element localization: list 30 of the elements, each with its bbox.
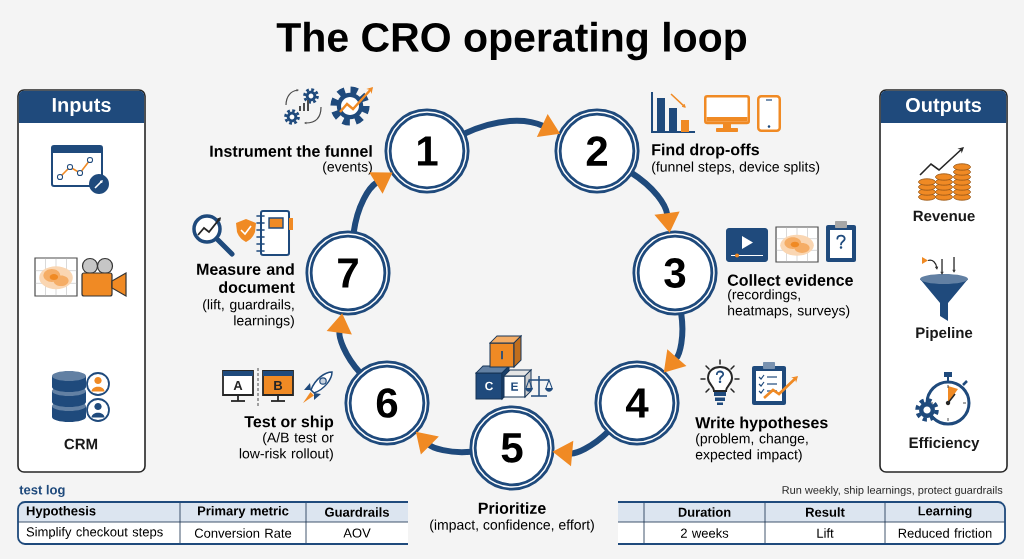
step-title: Instrument the funnel xyxy=(210,145,372,157)
step-title: Find drop-offs xyxy=(652,143,759,159)
block-letter: I xyxy=(501,350,503,360)
item-label: Efficiency xyxy=(909,437,980,451)
item-label: CRM xyxy=(64,438,98,450)
title: The CRO operating loop xyxy=(276,21,747,61)
step-description: (events) xyxy=(323,161,372,175)
panel-header: Outputs xyxy=(880,90,1007,123)
screen-letter: B xyxy=(274,381,283,390)
block-letter: E xyxy=(511,382,519,391)
item-label: Pipeline xyxy=(916,327,973,341)
block-letter: C xyxy=(485,381,493,391)
step-title: Write hypotheses xyxy=(695,416,828,432)
chart-window-icon xyxy=(51,145,109,194)
step-description: (A/B test or low-risk rollout) xyxy=(239,432,334,462)
panel-header: Inputs xyxy=(18,90,145,123)
table-cell: Simplify checkout steps xyxy=(18,522,180,544)
step-description: (recordings, heatmaps, surveys) xyxy=(728,289,850,319)
step-description: (problem, change, expected impact) xyxy=(695,433,808,463)
step-title: Measure and document xyxy=(197,263,295,293)
table-caption: test log xyxy=(19,484,65,498)
step-title: Test or ship xyxy=(244,415,334,431)
screen-letter: A xyxy=(233,381,243,390)
step-description: (lift, guardrails, learnings) xyxy=(203,299,294,329)
step-title: Prioritize xyxy=(478,502,546,514)
step-description: (funnel steps, device splits) xyxy=(652,161,820,175)
item-label: Revenue xyxy=(913,210,975,222)
note: Run weekly, ship learnings, protect guardrails xyxy=(782,485,1003,497)
step-title: Collect evidence xyxy=(727,274,853,286)
step-description: (impact, confidence, effort) xyxy=(430,519,594,533)
